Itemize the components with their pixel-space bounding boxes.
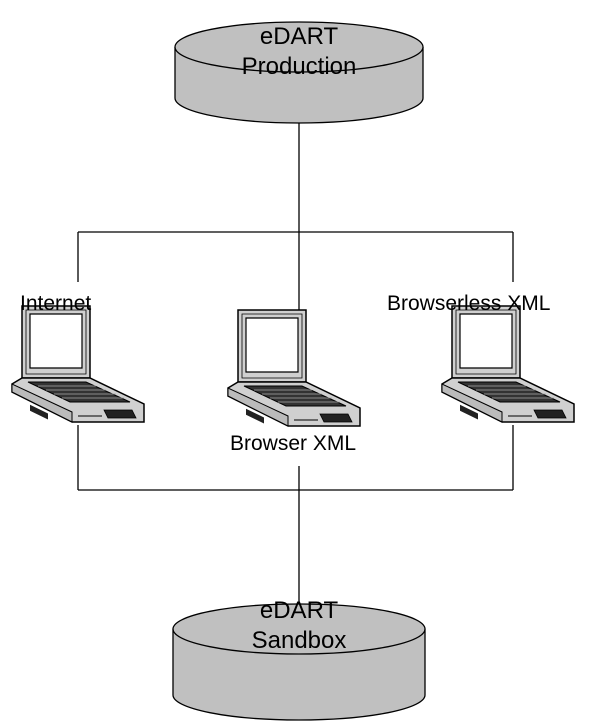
connector-lines	[77, 123, 514, 605]
laptop-browser-xml	[227, 309, 361, 427]
database-sandbox-cylinder	[172, 603, 426, 721]
production-title: eDART Production	[199, 22, 399, 82]
sandbox-label-line1: eDART	[259, 597, 339, 624]
sandbox-label-line2: Sandbox	[251, 627, 347, 654]
node-label-browserless-xml: Browserless XML	[387, 292, 551, 315]
laptop-internet	[11, 305, 145, 423]
laptop-browserless-xml	[441, 305, 575, 423]
database-production-cylinder	[174, 21, 424, 124]
production-label-line1: eDART	[259, 23, 339, 50]
sandbox-title: eDART Sandbox	[199, 596, 399, 656]
node-label-browser-xml: Browser XML	[230, 432, 357, 455]
node-label-internet: Internet	[20, 292, 92, 315]
production-label-line2: Production	[241, 53, 357, 80]
